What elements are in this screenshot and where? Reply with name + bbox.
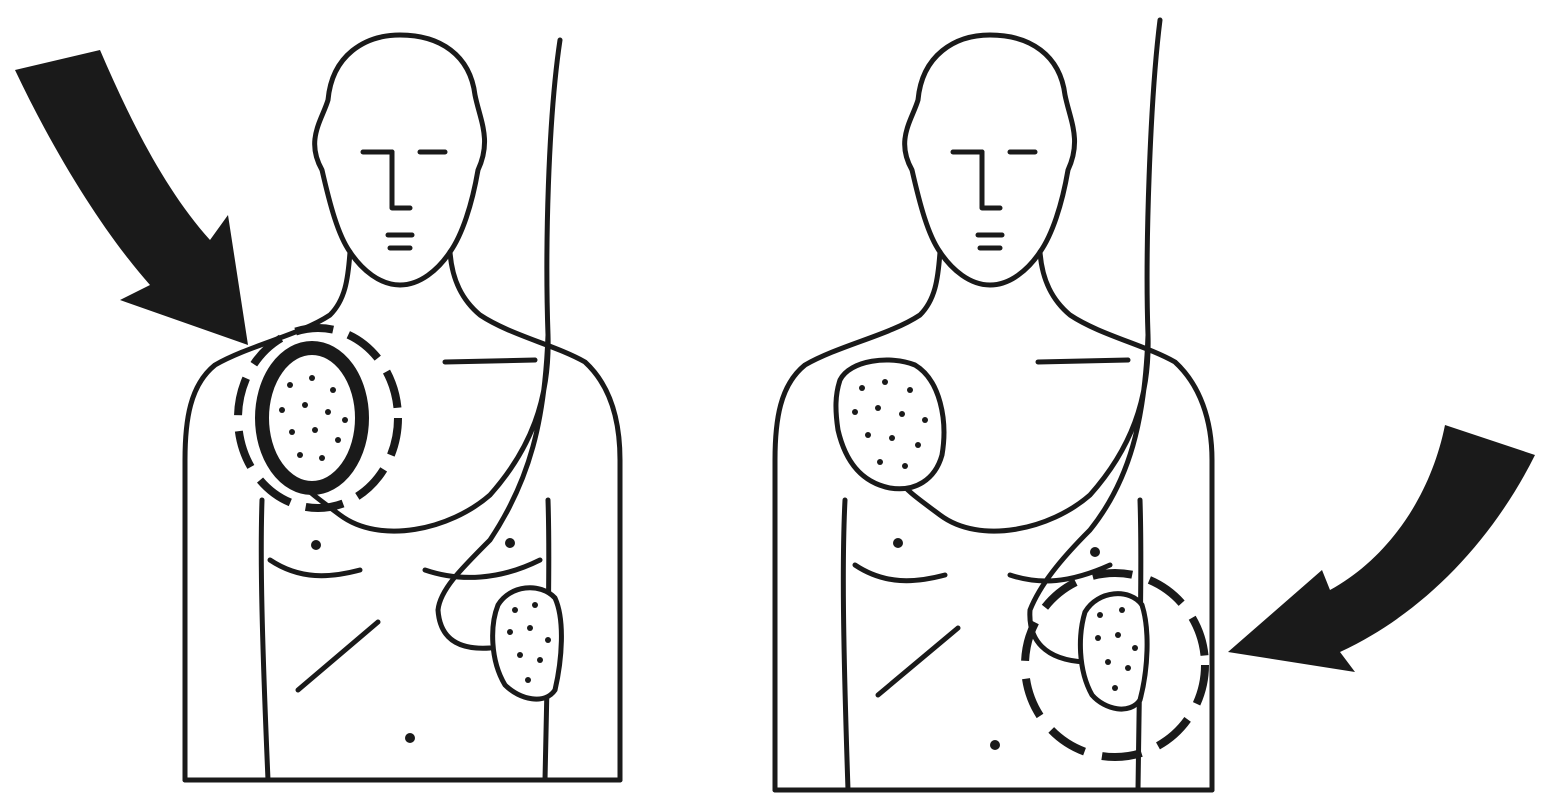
electrode-pad-upper-right-panel: [836, 360, 944, 489]
nipple-right-a: [893, 538, 903, 548]
rib-line-left: [298, 622, 378, 690]
nipple-left-b: [505, 538, 515, 548]
face-left: [363, 152, 445, 248]
pec-curve-left: [270, 560, 360, 576]
pec-line-right: [445, 360, 535, 362]
body-dots-left: [311, 538, 515, 743]
upper-right-chest-pad-right-panel: [836, 360, 944, 489]
arm-line-right-a: [843, 500, 848, 790]
pec-curve-right: [425, 560, 540, 577]
panel-left: [15, 35, 620, 780]
panel-right: [775, 20, 1535, 790]
body-dots-right: [893, 538, 1100, 750]
face-right: [953, 152, 1035, 248]
upper-right-chest-pad: [238, 328, 398, 508]
pad-cable-left: [300, 40, 560, 648]
nipple-left-a: [311, 540, 321, 550]
curved-arrow-icon-left: [15, 50, 248, 345]
arm-line-left-a: [261, 500, 268, 780]
pec-curve-right-panel-a: [855, 565, 945, 581]
nipple-right-b: [1090, 547, 1100, 557]
lower-left-side-pad: [1025, 573, 1205, 757]
neck-shoulder-right-panel-a: [775, 252, 940, 790]
curved-arrow-icon-right: [1228, 425, 1535, 672]
nose-right: [982, 152, 1000, 208]
navel-right: [990, 740, 1000, 750]
rib-line-right: [878, 628, 958, 695]
electrode-pad-lower-right-panel: [1080, 594, 1147, 709]
lower-left-side-pad-left-panel: [493, 588, 562, 699]
navel-left: [405, 733, 415, 743]
nose-left: [392, 152, 410, 208]
pec-line-right-panel: [1038, 360, 1128, 362]
